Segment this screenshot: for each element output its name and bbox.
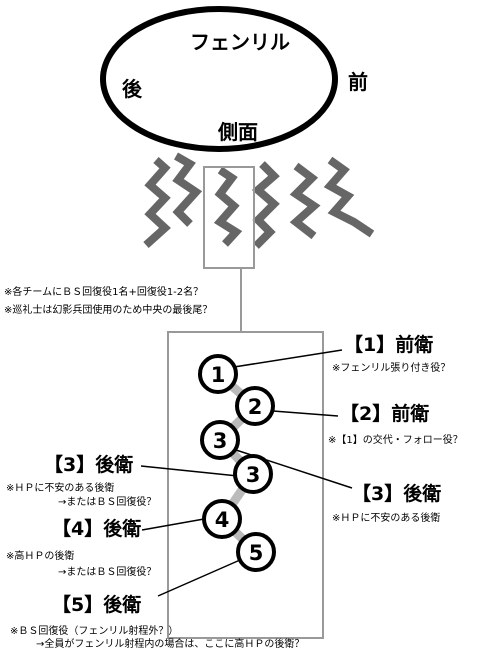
position-number: 4 — [215, 508, 230, 532]
position-circle-2 — [235, 386, 275, 426]
position-label-2: 【2】前衛 — [340, 403, 430, 425]
position-circle-3b — [233, 454, 273, 494]
boss-front-label: 前 — [348, 70, 368, 94]
position-note-3-left: ※ＨＰに不安のある後衛 — [6, 483, 115, 494]
boss-ellipse — [100, 6, 338, 152]
leader-line-2 — [272, 410, 339, 417]
zigzag-group — [213, 166, 243, 247]
position-label-3-left: 【3】後衛 — [44, 454, 134, 476]
position-note-5-sub: →全員がフェンリル射程内の場合は、ここに高ＨＰの後衛？ — [36, 639, 305, 650]
zigzag-group — [323, 156, 375, 238]
highlight-box-top — [203, 166, 255, 269]
position-label-4: 【4】後衛 — [52, 518, 142, 540]
position-number: 3 — [213, 429, 228, 453]
position-circle-5 — [236, 532, 276, 572]
boss-side-label: 側面 — [218, 120, 258, 144]
position-circle-1 — [198, 354, 238, 394]
position-label-5: 【5】後衛 — [52, 594, 142, 616]
boss-back-label: 後 — [122, 77, 142, 101]
position-circles: 1 2 3 3 4 5 — [198, 354, 276, 572]
position-number: 5 — [249, 541, 264, 565]
position-note-5: ※ＢＳ回復役（フェンリル射程外？） — [10, 626, 179, 637]
leader-line-4 — [141, 518, 205, 531]
position-note-4: ※高ＨＰの後衛 — [6, 551, 75, 562]
leader-line-3b — [140, 465, 239, 477]
position-note-2: ※【1】の交代・フォロー役？ — [328, 435, 463, 446]
pilgrim-note: ※巡礼士は幻影兵団使用のため中央の最後尾？ — [4, 305, 213, 316]
position-number: 1 — [211, 363, 226, 387]
team-note: ※各チームにＢＳ回復役1名+回復役1-2名？ — [4, 287, 204, 298]
position-note-3-left-sub: →またはＢＳ回復役？ — [58, 497, 157, 508]
position-circle-3a — [200, 420, 240, 460]
position-number: 3 — [246, 463, 261, 487]
party-zigzags — [143, 152, 375, 249]
zigzag-group — [289, 162, 321, 240]
position-label-3-right: 【3】後衛 — [352, 483, 442, 505]
position-note-1: ※フェンリル張り付き役？ — [332, 363, 451, 374]
position-note-4-sub: →またはＢＳ回復役？ — [58, 567, 157, 578]
position-number: 2 — [248, 395, 263, 419]
zigzag-group — [251, 161, 280, 249]
formation-box — [167, 331, 324, 639]
leader-line-1 — [233, 349, 343, 368]
zigzag-group — [143, 157, 171, 248]
position-circle-4 — [202, 499, 242, 539]
boss-name: フェンリル — [190, 30, 290, 54]
position-note-3-right: ※ＨＰに不安のある後衛 — [332, 513, 441, 524]
leader-line-5 — [157, 559, 241, 597]
zigzag-group — [172, 152, 203, 227]
position-label-1: 【1】前衛 — [344, 334, 434, 356]
